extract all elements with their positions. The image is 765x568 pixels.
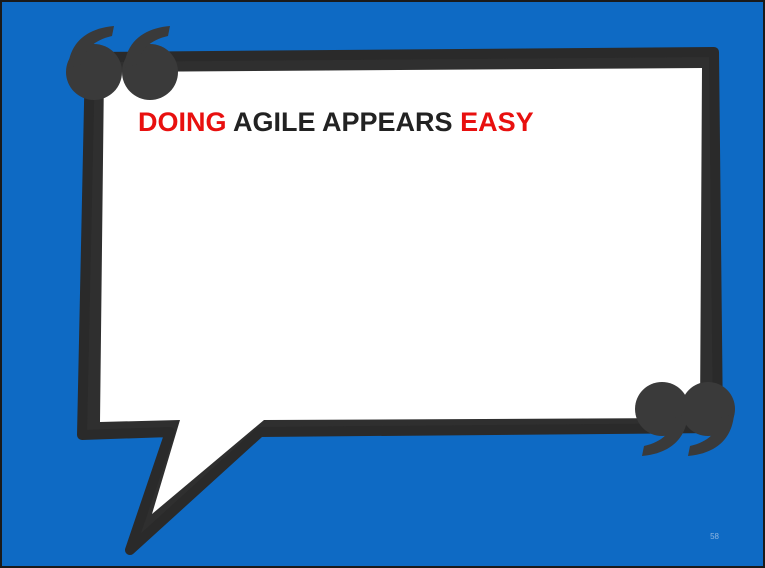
headline-word-agile-appears: AGILE APPEARS <box>233 107 453 137</box>
open-quote-icon <box>66 26 178 100</box>
headline-word-easy: EASY <box>460 107 534 137</box>
speech-bubble-body <box>100 68 702 514</box>
close-quote-icon <box>635 382 735 456</box>
slide-number: 58 <box>710 532 719 541</box>
headline: DOING AGILE APPEARS EASY <box>138 107 534 138</box>
headline-word-doing: DOING <box>138 107 227 137</box>
